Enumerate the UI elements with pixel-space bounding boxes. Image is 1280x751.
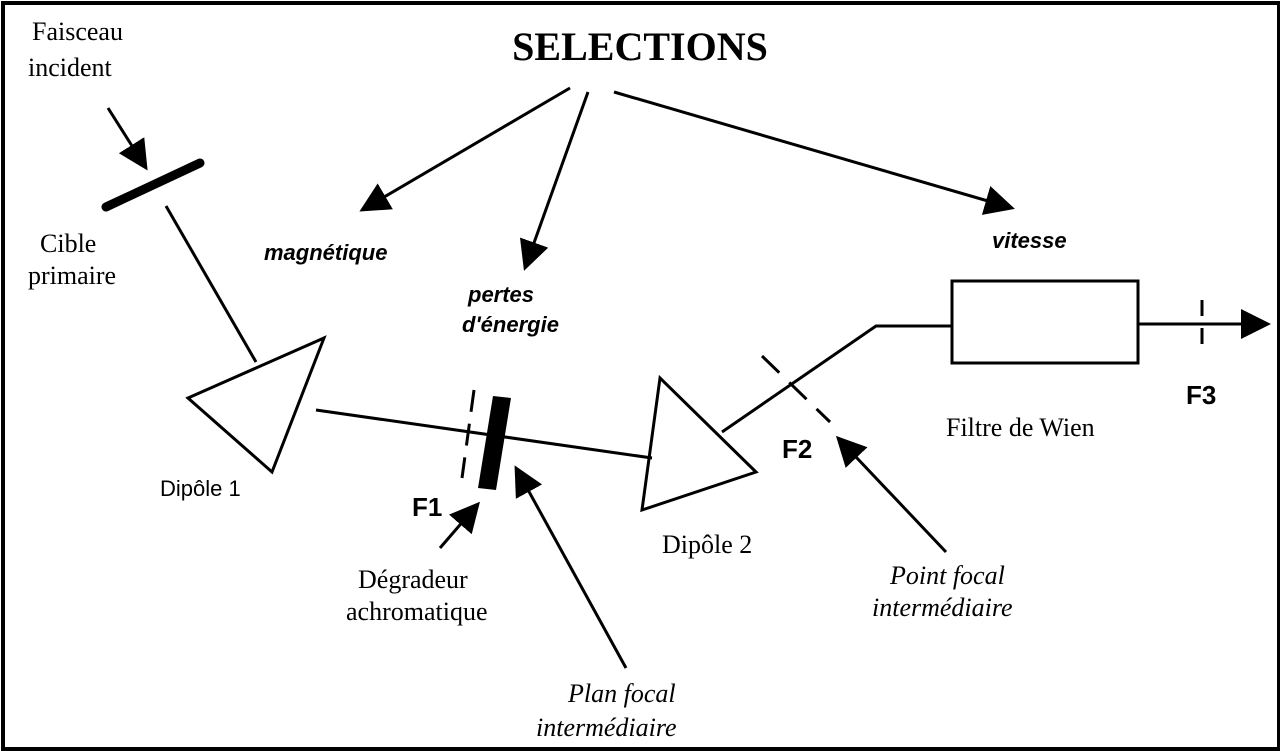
arrow-to-plan-focal [514,465,628,669]
label-point-1: Point focal [889,561,1005,590]
focal-plane-f1 [460,389,476,479]
label-faisceau-2: incident [28,53,113,82]
primary-target [101,158,205,212]
arrow-to-vitesse [613,90,1015,215]
wien-filter [950,279,1140,365]
achromatic-degrader [478,396,511,490]
label-f2: F2 [782,434,812,464]
arrow-to-point-focal [835,435,948,554]
beam-dipole1-to-dipole2 [315,408,653,460]
label-wien: Filtre de Wien [946,413,1095,442]
focal-plane-f2 [760,354,832,424]
dipole-2-magnet [640,374,759,513]
label-cible-1: Cible [40,229,96,258]
arrow-to-magnetique [359,86,571,212]
label-plan-2: intermédiaire [536,713,677,742]
label-faisceau-1: Faisceau [32,17,123,46]
label-vitesse: vitesse [992,228,1067,253]
label-magnetique: magnétique [264,240,387,265]
label-f3: F3 [1186,380,1216,410]
label-pertes-2: d'énergie [462,312,559,337]
label-point-2: intermédiaire [872,593,1013,622]
label-degradeur-1: Dégradeur [358,565,468,594]
label-dipole-2: Dipôle 2 [662,530,752,559]
label-dipole-1: Dipôle 1 [160,476,241,501]
label-plan-1: Plan focal [567,679,676,708]
dipole-1-magnet [185,335,327,475]
arrow-to-degrader [438,501,480,549]
label-pertes-1: pertes [467,282,534,307]
beam-dipole2-to-wien [721,324,952,434]
diagram-title: SELECTIONS [512,24,768,69]
arrow-incident-beam [106,107,148,171]
label-cible-2: primaire [28,261,116,290]
beam-target-to-dipole1 [164,205,258,363]
label-degradeur-2: achromatique [346,597,488,626]
arrow-to-pertes [519,91,590,271]
label-f1: F1 [412,492,442,522]
